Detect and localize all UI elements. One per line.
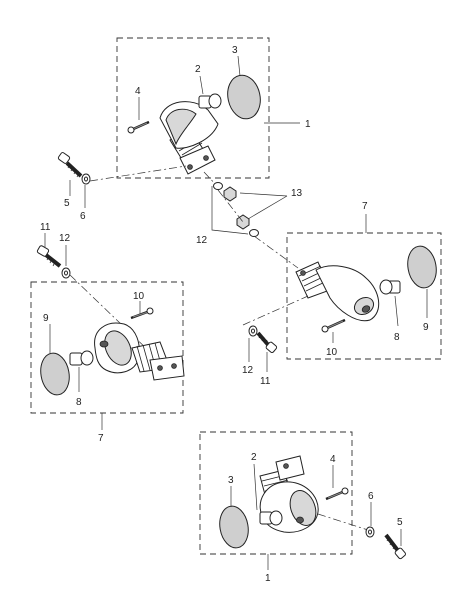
- turn-signal-stem: [131, 341, 185, 381]
- lens: [227, 74, 261, 120]
- nut-washer-center: 13 12: [196, 171, 303, 269]
- bolt-washer-top: 5 6: [57, 152, 187, 222]
- bolt-washer-right: 12 11: [242, 295, 309, 387]
- turn-signal-housing: [94, 322, 140, 374]
- screw: [325, 487, 349, 501]
- bulb: [379, 279, 401, 295]
- bulb: [259, 510, 283, 526]
- screw: [321, 318, 346, 333]
- bulb: [69, 350, 94, 366]
- screw: [130, 307, 154, 320]
- nut: [223, 186, 237, 202]
- washer: [61, 267, 71, 279]
- callout-5-bottom: 5: [397, 517, 403, 528]
- assembly-right: 7 8 9 10: [286, 201, 442, 360]
- callout-7-right: 7: [362, 201, 368, 212]
- washer: [365, 526, 375, 538]
- screw: [127, 120, 150, 134]
- washer: [81, 173, 91, 185]
- washer: [248, 325, 258, 337]
- bolt-washer-bottom: 6 5: [317, 491, 406, 560]
- callout-9-right: 9: [423, 322, 429, 333]
- assembly-top: 1 2 3 4: [116, 37, 311, 179]
- callout-11-right: 11: [260, 376, 271, 387]
- assembly-top-boundary: [116, 37, 270, 179]
- callout-top-4: 4: [135, 86, 141, 97]
- callout-top-2: 2: [195, 64, 201, 75]
- assembly-bottom-boundary: [199, 431, 353, 555]
- assembly-left-boundary: [30, 281, 184, 414]
- washer: [213, 182, 223, 190]
- callout-12-center: 12: [196, 235, 208, 246]
- callout-13: 13: [291, 188, 303, 199]
- callout-bolt-5-top: 5: [64, 198, 70, 209]
- callout-1-bottom: 1: [265, 573, 271, 584]
- callout-washer-6-top: 6: [80, 211, 86, 222]
- turn-signal-housing: [259, 481, 319, 533]
- bolt: [256, 331, 278, 353]
- washer: [249, 229, 259, 237]
- callout-12-right: 12: [242, 365, 254, 376]
- bolt: [384, 533, 406, 560]
- lens: [40, 352, 70, 396]
- callout-7-left: 7: [98, 433, 104, 444]
- callout-top-1: 1: [305, 119, 311, 130]
- callout-6-bottom: 6: [368, 491, 374, 502]
- assembly-left: 10 9 8 7: [30, 281, 185, 444]
- bulb: [198, 93, 222, 109]
- bolt: [57, 152, 83, 178]
- callout-12-left: 12: [59, 233, 71, 244]
- bolt-washer-left: 11 12: [36, 222, 151, 353]
- callout-4-bottom: 4: [330, 454, 336, 465]
- callout-10-left: 10: [133, 291, 145, 302]
- callout-2-bottom: 2: [251, 452, 257, 463]
- bolt: [36, 245, 62, 268]
- callout-10-right: 10: [326, 347, 338, 358]
- callout-8-left: 8: [76, 397, 82, 408]
- lens: [219, 505, 249, 549]
- callout-8-right: 8: [394, 332, 400, 343]
- callout-top-3: 3: [232, 45, 238, 56]
- turn-signal-housing: [159, 101, 219, 149]
- turn-signal-housing: [315, 265, 380, 322]
- lens: [407, 245, 437, 289]
- callout-3-bottom: 3: [228, 475, 234, 486]
- callout-11-left: 11: [40, 222, 51, 233]
- callout-9-left: 9: [43, 313, 49, 324]
- assembly-bottom: 2 3 4 1: [199, 431, 353, 584]
